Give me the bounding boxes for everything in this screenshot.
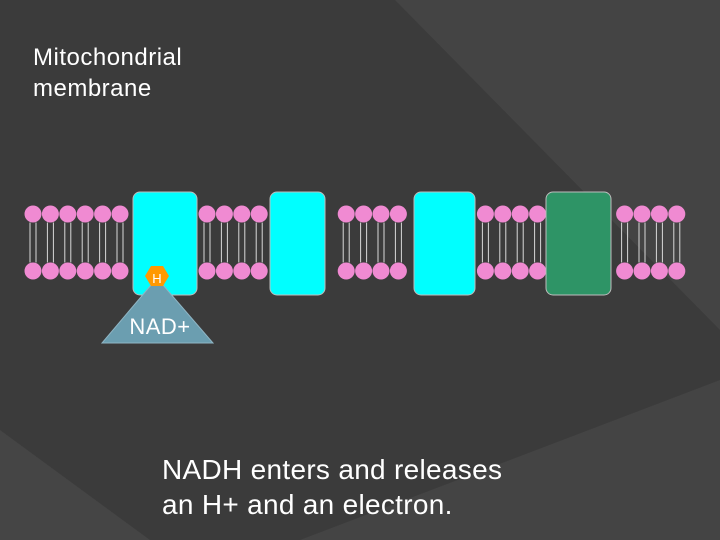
lipid-head	[250, 262, 268, 280]
lipid-head	[59, 262, 77, 280]
lipid-head	[94, 262, 112, 280]
lipid-head	[355, 205, 373, 223]
protein-complexes	[132, 191, 612, 296]
lipid-head	[529, 205, 547, 223]
proton-label: H	[152, 271, 161, 286]
lipid-head	[337, 262, 355, 280]
proton-hexagon	[145, 266, 169, 286]
lipid-head	[215, 205, 233, 223]
lipid-head	[389, 262, 407, 280]
lipid-head	[94, 205, 112, 223]
lipid-head	[494, 262, 512, 280]
lipid-head	[372, 262, 390, 280]
lipid-head	[76, 205, 94, 223]
lipid-head	[511, 205, 529, 223]
lipid-head	[111, 205, 129, 223]
lipid-head	[668, 205, 686, 223]
lipid-head	[233, 205, 251, 223]
nad-plus-label: NAD+	[129, 314, 191, 339]
lipid-head	[389, 205, 407, 223]
lipid-head	[476, 262, 494, 280]
lipid-head	[76, 262, 94, 280]
lipid-head	[616, 205, 634, 223]
lipid-head	[41, 262, 59, 280]
slide-caption: NADH enters and releases an H+ and an el…	[162, 454, 503, 520]
atp-synthase	[545, 191, 612, 296]
lipid-head	[24, 262, 42, 280]
lipid-head	[511, 262, 529, 280]
lipid-head	[59, 205, 77, 223]
protein-complex-2	[269, 191, 326, 296]
lipid-head	[355, 262, 373, 280]
lipid-head	[476, 205, 494, 223]
protein-complex-3	[413, 191, 476, 296]
lipid-head	[633, 205, 651, 223]
lipid-head	[337, 205, 355, 223]
lipid-head	[494, 205, 512, 223]
lipid-head	[41, 205, 59, 223]
lipid-head	[668, 262, 686, 280]
lipid-head	[372, 205, 390, 223]
lipid-head	[24, 205, 42, 223]
lipid-bilayer	[24, 205, 686, 280]
lipid-head	[529, 262, 547, 280]
lipid-head	[198, 262, 216, 280]
lipid-head	[215, 262, 233, 280]
slide-title: Mitochondrial membrane	[33, 44, 183, 102]
lipid-head	[650, 205, 668, 223]
lipid-head	[650, 262, 668, 280]
lipid-head	[616, 262, 634, 280]
lipid-head	[111, 262, 129, 280]
nad-triangle	[100, 277, 215, 344]
lipid-head	[198, 205, 216, 223]
lipid-head	[633, 262, 651, 280]
lipid-head	[233, 262, 251, 280]
lipid-head	[250, 205, 268, 223]
